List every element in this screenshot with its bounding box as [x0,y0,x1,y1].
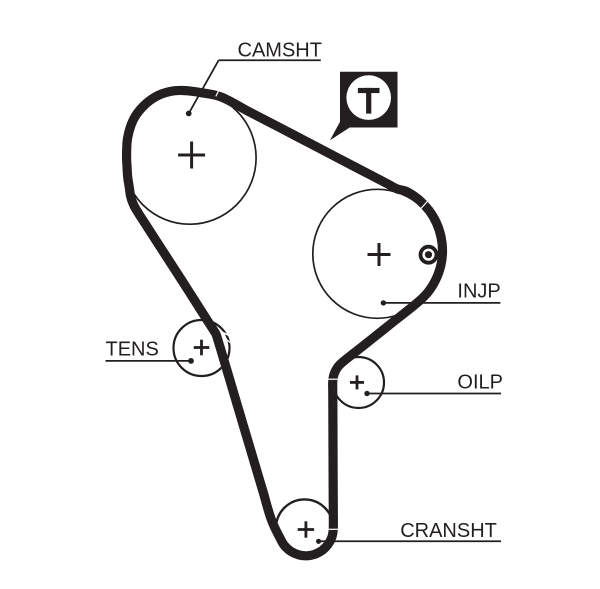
timing-belt [121,85,448,561]
camshaft-leader-dot [185,110,192,117]
oil-pump-label: OILP [457,372,503,394]
tensioner-center-cross-icon [193,339,210,356]
camshaft-leader-line [187,59,321,114]
timing-mark-bullseye-icon [418,244,439,265]
tensioner-belt-notch-lower [226,339,231,343]
injection-pump-leader-dot [380,300,387,306]
camshaft-center-cross-icon [178,141,206,169]
tensioner-pulley-circle [172,318,231,378]
tension-check-marker [330,71,398,141]
tensioner-label: TENS [106,338,159,360]
oil-pump-leader-dot [364,390,370,397]
tensioner-belt-notch-upper [220,330,230,337]
crankshaft-leader-dot [316,538,322,544]
camshaft-belt-notch [215,90,220,97]
crankshaft-label: CRANSHT [400,520,497,542]
injection-pump-center-cross-icon [367,243,391,266]
belt-segment-notches [215,90,429,530]
injection-pump-belt-notch [420,200,429,210]
oil-pump-center-cross-icon [350,375,364,390]
tension-marker-letter [357,87,380,114]
crankshaft-center-cross-icon [297,521,315,538]
camshaft-label: CAMSHT [238,40,322,62]
camshaft-leader-diagonal [187,59,220,114]
tensioner-leader-dot [188,358,194,364]
injection-pump-label: INJP [457,280,500,302]
